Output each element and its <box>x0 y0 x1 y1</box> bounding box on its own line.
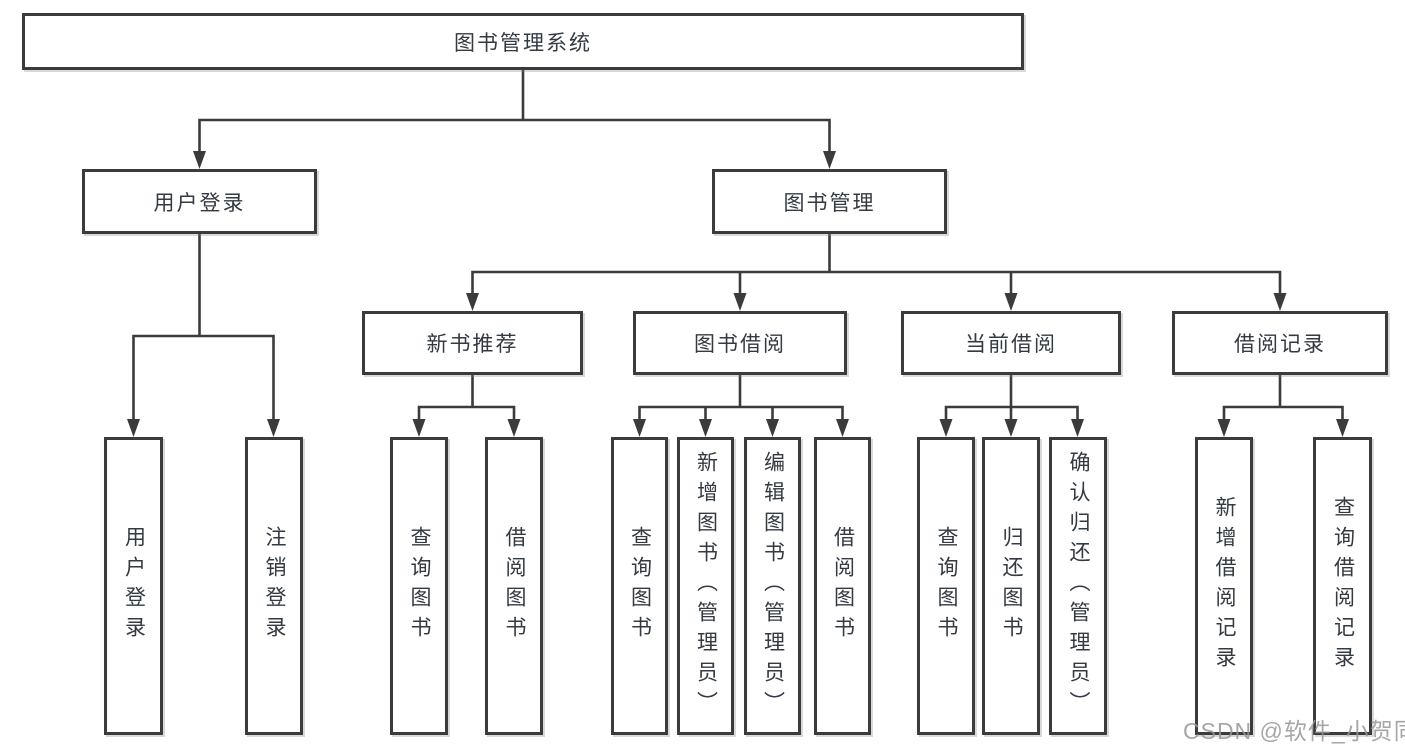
node-borrow-records: 借阅记录 <box>1172 311 1388 375</box>
leaf-borrow-borrow: 借阅图书 <box>814 437 871 735</box>
watermark: CSDN @软件_小贺同学 <box>1183 718 1405 744</box>
node-book-borrow: 图书借阅 <box>633 311 847 375</box>
node-root: 图书管理系统 <box>22 13 1024 70</box>
node-new-book-recommend: 新书推荐 <box>362 311 583 375</box>
leaf-current-confirm-admin: 确认归还（管理员） <box>1049 437 1107 735</box>
leaf-newbook-query: 查询图书 <box>390 437 448 735</box>
leaf-borrow-edit-admin: 编辑图书（管理员） <box>744 437 801 735</box>
leaf-user-login: 用户登录 <box>104 437 163 735</box>
leaf-logout: 注销登录 <box>245 437 303 735</box>
leaf-records-add: 新增借阅记录 <box>1195 437 1253 735</box>
leaf-current-query: 查询图书 <box>917 437 975 735</box>
node-user-login: 用户登录 <box>82 169 317 234</box>
leaf-borrow-query: 查询图书 <box>611 437 668 735</box>
arrowheads <box>127 151 1349 437</box>
leaf-current-return: 归还图书 <box>982 437 1040 735</box>
leaf-newbook-borrow: 借阅图书 <box>485 437 543 735</box>
node-book-management: 图书管理 <box>712 169 947 234</box>
node-current-borrow: 当前借阅 <box>901 311 1121 375</box>
leaf-records-query: 查询借阅记录 <box>1313 437 1372 735</box>
leaf-borrow-add-admin: 新增图书（管理员） <box>677 437 734 735</box>
